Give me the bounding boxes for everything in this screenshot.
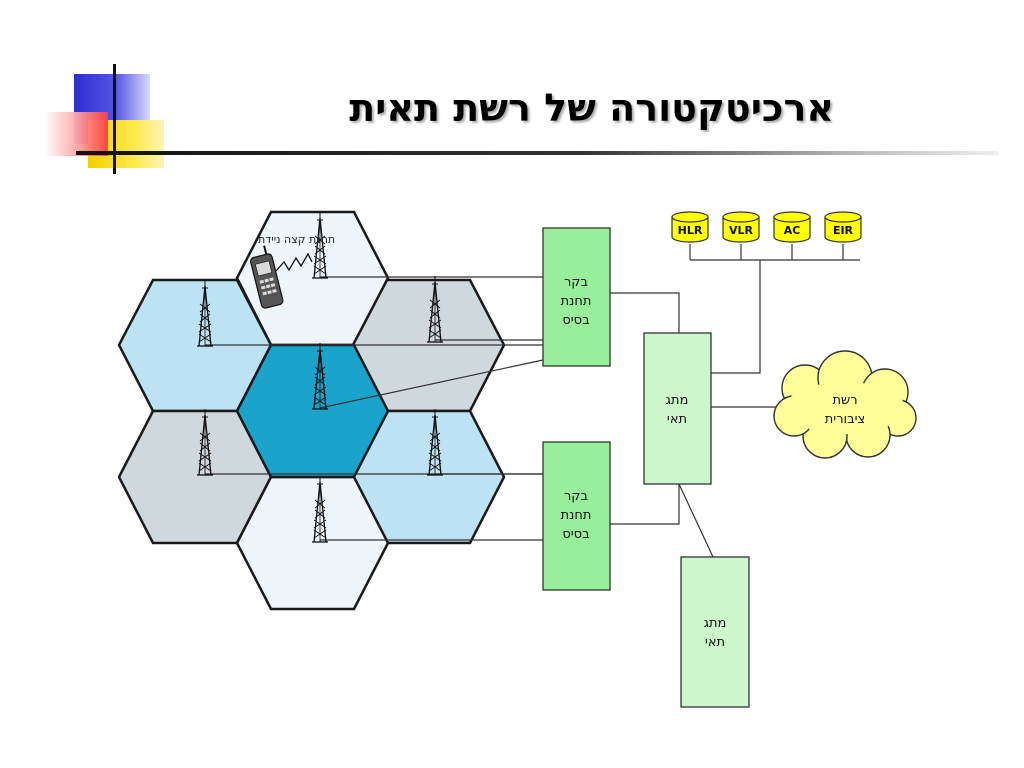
bsc-lower-line2: תחנת xyxy=(561,508,592,523)
bsc-lower-line3: בסיס xyxy=(562,527,589,542)
connection-lines xyxy=(205,244,860,558)
bsc-box-lower xyxy=(542,441,611,591)
title-underline xyxy=(76,151,998,155)
vlr-label: VLR xyxy=(729,224,754,237)
bsc-upper-line1: בקר xyxy=(564,275,588,290)
bsc-box-upper xyxy=(542,227,611,367)
msc-second-line2: תאי xyxy=(705,635,725,650)
cell-center xyxy=(235,343,390,479)
msc-box-main xyxy=(643,332,712,485)
public-network-cloud-icon xyxy=(773,350,917,459)
public-network-line1: רשת xyxy=(832,393,857,408)
ac-label: AC xyxy=(784,224,801,237)
bsc-upper-line3: בסיס xyxy=(562,313,589,328)
mobile-label: תחנת קצה ניידת xyxy=(258,233,335,246)
msc-main-line2: תאי xyxy=(667,412,687,427)
bsc-upper-line2: תחנת xyxy=(561,294,592,309)
msc-main-line1: מתג xyxy=(666,393,689,408)
hlr-label: HLR xyxy=(678,224,703,237)
slide-title: ארכיטקטורה של רשת תאית xyxy=(349,86,834,130)
eir-label: EIR xyxy=(833,224,854,237)
mobile-phone-icon xyxy=(250,245,284,309)
deco-vertical-line xyxy=(113,64,116,174)
msc-box-second xyxy=(680,556,750,708)
msc-second-line1: מתג xyxy=(704,616,727,631)
bsc-lower-line1: בקר xyxy=(564,489,588,504)
radio-link-icon xyxy=(275,252,313,272)
cell-bottom-center xyxy=(235,475,390,611)
public-network-line2: ציבורית xyxy=(825,412,865,427)
deco-red-square xyxy=(44,112,108,156)
